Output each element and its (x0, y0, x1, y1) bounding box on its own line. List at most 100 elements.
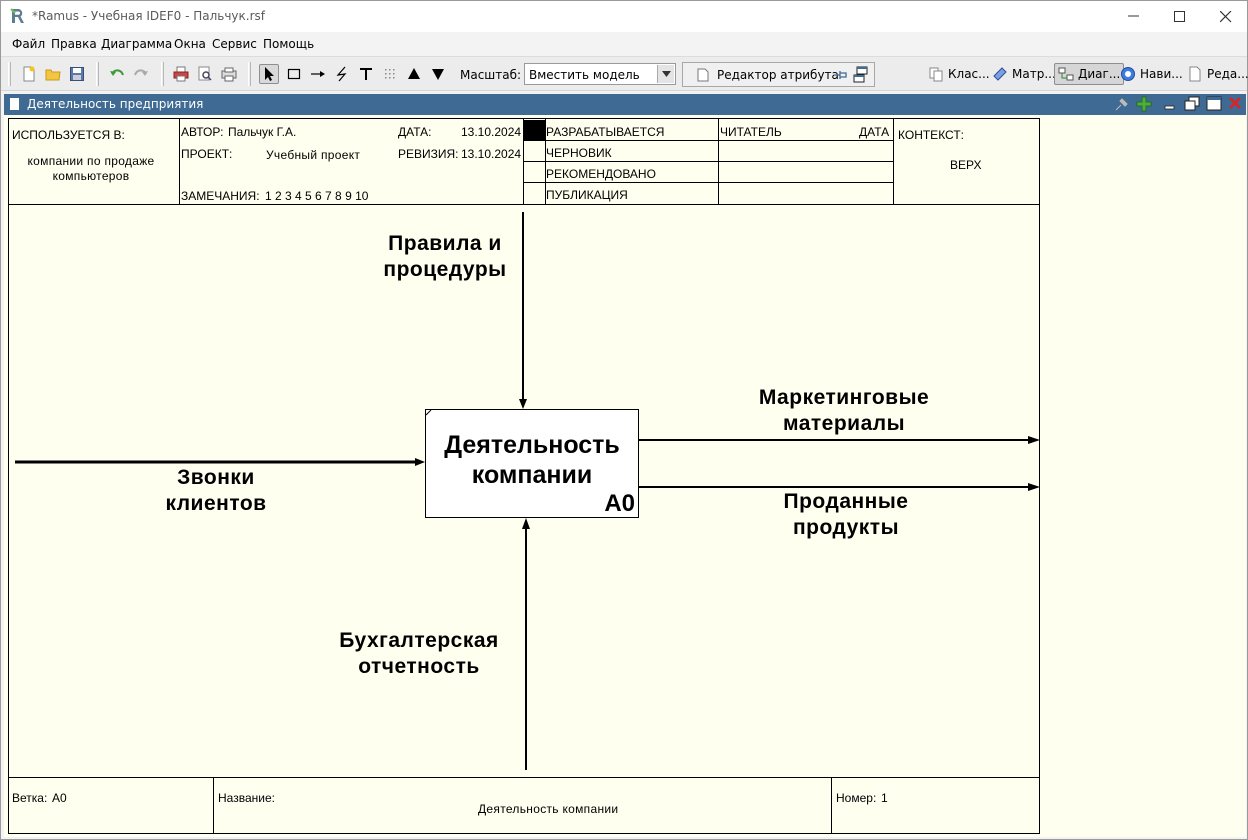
menu-bar: Файл Правка Диаграмма Окна Сервис Помощь (1, 32, 1247, 55)
arrow-right-icon (311, 71, 325, 77)
footer-divider (9, 777, 1040, 778)
input-arrow-label[interactable]: Звонки клиентов (136, 465, 296, 517)
tab-navigator-label: Нави... (1140, 67, 1183, 81)
tab-matrix-label: Матр... (1012, 67, 1056, 81)
menu-windows[interactable]: Окна (174, 37, 206, 51)
tab-diagram[interactable]: Диаг... (1054, 63, 1125, 85)
control-label-line1: Правила и (388, 232, 502, 255)
status-developing: РАЗРАБАТЫВАЕТСЯ (546, 125, 665, 139)
undo-button[interactable] (107, 64, 127, 84)
matrix-icon (993, 67, 1007, 81)
menu-file[interactable]: Файл (12, 37, 46, 51)
scale-select-value: Вместить модель (529, 68, 640, 82)
menu-diagram[interactable]: Диаграмма (101, 37, 173, 51)
scale-select[interactable]: Вместить модель (524, 63, 676, 85)
activity-box-title: Деятельность компании (426, 430, 638, 490)
activity-box-a0[interactable]: Деятельность компании A0 (425, 409, 639, 518)
used-in-value: компании по продаже компьютеров (27, 154, 155, 183)
minimize-icon[interactable] (1164, 98, 1176, 110)
close-button[interactable] (1203, 1, 1248, 32)
title-bar: *Ramus - Учебная IDEF0 - Пальчук.rsf (1, 1, 1247, 32)
move-up-button[interactable] (404, 64, 424, 84)
restore-icon[interactable] (1184, 96, 1200, 112)
text-tool-button[interactable] (356, 64, 376, 84)
open-file-button[interactable] (43, 64, 63, 84)
tab-classifiers[interactable]: Клас... (925, 63, 993, 85)
tab-diagram-label: Диаг... (1078, 67, 1121, 81)
node-value: A0 (52, 791, 67, 805)
maximize-icon[interactable] (1206, 96, 1222, 112)
node-label: Ветка: (12, 791, 48, 805)
print-preview-button[interactable] (195, 64, 215, 84)
menu-service[interactable]: Сервис (212, 37, 257, 51)
move-down-button[interactable] (428, 64, 448, 84)
project-label: ПРОЕКТ: (181, 147, 233, 161)
project-value: Учебный проект (266, 148, 361, 162)
windows-icon[interactable] (853, 66, 869, 84)
toolbar-separator (248, 62, 251, 86)
footer-divider (213, 777, 214, 834)
toolbar-grip[interactable] (8, 62, 11, 86)
grid-tool-button[interactable] (380, 64, 400, 84)
maximize-button[interactable] (1157, 1, 1203, 32)
notes-value: 1 2 3 4 5 6 7 8 9 10 (265, 189, 369, 203)
maximize-icon (1174, 11, 1185, 22)
idef0-frame: ИСПОЛЬЗУЕТСЯ В: компании по продаже комп… (8, 118, 1040, 834)
mechanism-label-line2: отчетность (358, 655, 480, 678)
author-label: АВТОР: (181, 125, 224, 139)
output-marketing-label[interactable]: Маркетинговые материалы (739, 385, 949, 437)
menu-help[interactable]: Помощь (263, 37, 315, 51)
triangle-down-icon (432, 69, 444, 80)
mechanism-arrowhead (522, 518, 530, 529)
diagram-canvas[interactable]: ИСПОЛЬЗУЕТСЯ В: компании по продаже комп… (4, 115, 1246, 837)
reader-date-label: ДАТА (859, 125, 890, 139)
footer-divider (831, 777, 832, 834)
date-value: 13.10.2024 (461, 125, 522, 139)
diagram-window-titlebar: Деятельность предприятия (4, 94, 1246, 115)
output-products-label[interactable]: Проданные продукты (756, 489, 936, 541)
tab-matrix[interactable]: Матр... (989, 63, 1059, 85)
attribute-editor-panel[interactable]: Редактор атрибута (682, 62, 875, 87)
pin-icon[interactable] (1114, 97, 1130, 112)
header-divider (9, 204, 1040, 205)
tab-editor[interactable]: Реда... (1184, 63, 1248, 85)
pin-icon[interactable] (833, 69, 849, 81)
close-icon[interactable] (1229, 97, 1242, 110)
new-file-button[interactable] (19, 64, 39, 84)
output2-label-line1: Проданные (783, 490, 909, 513)
box-tool-button[interactable] (284, 64, 304, 84)
title-label: Название: (218, 791, 275, 805)
output1-label-line2: материалы (782, 412, 906, 435)
chevron-down-icon[interactable] (657, 65, 674, 83)
output1-label-line1: Маркетинговые (758, 386, 930, 409)
add-icon[interactable] (1136, 96, 1152, 112)
author-value: Пальчук Г.А. (228, 125, 297, 139)
minimize-button[interactable] (1111, 1, 1157, 32)
window-title: *Ramus - Учебная IDEF0 - Пальчук.rsf (32, 9, 265, 23)
number-value: 1 (881, 791, 888, 805)
printer-icon (173, 66, 189, 82)
select-tool-button[interactable] (259, 64, 279, 84)
save-button[interactable] (67, 64, 87, 84)
page-setup-button[interactable] (219, 64, 239, 84)
squiggle-tool-button[interactable] (332, 64, 352, 84)
control-arrow-label[interactable]: Правила и процедуры (365, 231, 525, 283)
menu-edit[interactable]: Правка (51, 37, 97, 51)
activity-box-title-line1: Деятельность (444, 431, 620, 459)
header-divider (893, 119, 894, 204)
redo-button[interactable] (131, 64, 151, 84)
revision-label: РЕВИЗИЯ: (398, 147, 459, 161)
number-label: Номер: (836, 791, 877, 805)
context-value: ВЕРХ (950, 158, 982, 172)
undo-icon (110, 69, 124, 76)
revision-value: 13.10.2024 (461, 147, 522, 161)
tab-navigator[interactable]: Нави... (1117, 63, 1186, 85)
input-label-line1: Звонки (177, 466, 255, 489)
print-button[interactable] (171, 64, 191, 84)
mechanism-arrow-label[interactable]: Бухгалтерская отчетность (319, 628, 519, 680)
status-publication: ПУБЛИКАЦИЯ (546, 188, 628, 202)
close-icon (1220, 11, 1232, 23)
activity-box-title-line2: компании (471, 461, 593, 489)
arrow-tool-button[interactable] (308, 64, 328, 84)
